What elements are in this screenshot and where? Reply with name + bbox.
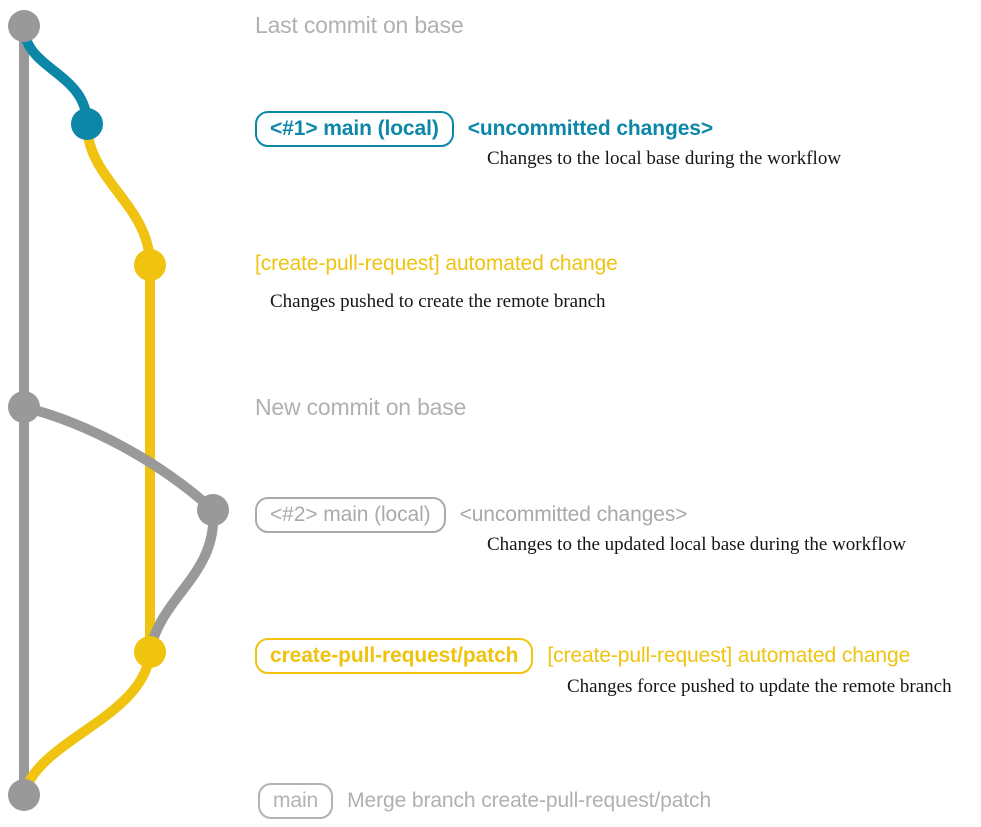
lane-updated-local-to-patch [145, 505, 219, 657]
commit-description-patch-2: Changes force pushed to update the remot… [567, 676, 952, 697]
commit-node-local-2[interactable] [197, 494, 229, 526]
row-patch-2: create-pull-request/patch [create-pull-r… [255, 638, 910, 674]
commit-node-base-last[interactable] [8, 10, 40, 42]
commit-subject-patch-1: [create-pull-request] automated change [255, 252, 618, 275]
commit-node-base-merge[interactable] [8, 779, 40, 811]
lane-local-main-from-base [19, 21, 92, 129]
row-last-commit: Last commit on base [255, 12, 464, 38]
lane-patch-from-local-1 [82, 119, 155, 270]
headline-new-commit-on-base: New commit on base [255, 394, 467, 420]
ref-badge-local-main-2[interactable]: <#2> main (local) [255, 497, 446, 533]
row-local-2: <#2> main (local) <uncommitted changes> [255, 497, 688, 533]
commit-description-local-2: Changes to the updated local base during… [487, 534, 906, 555]
row-patch-1: [create-pull-request] automated change [255, 253, 618, 274]
row-new-commit: New commit on base [255, 396, 466, 419]
commit-node-patch-1[interactable] [134, 249, 166, 281]
commit-description-local-1: Changes to the local base during the wor… [487, 148, 842, 169]
commit-subject-local-2: <uncommitted changes> [459, 503, 688, 526]
commit-node-patch-2[interactable] [134, 636, 166, 668]
headline-last-commit-on-base: Last commit on base [255, 12, 464, 38]
commit-subject-local-1: <uncommitted changes> [467, 117, 714, 140]
commit-subject-merge: Merge branch create-pull-request/patch [347, 789, 712, 812]
lane-patch-merge-to-base [19, 647, 155, 800]
ref-badge-main[interactable]: main [258, 783, 334, 819]
row-merge: main Merge branch create-pull-request/pa… [258, 783, 711, 819]
commit-description-patch-1: Changes pushed to create the remote bran… [270, 291, 606, 312]
ref-badge-local-main-1[interactable]: <#1> main (local) [255, 111, 454, 147]
commit-node-local-1[interactable] [71, 108, 103, 140]
ref-badge-create-pull-request-patch[interactable]: create-pull-request/patch [255, 638, 534, 674]
lane-updated-local-from-base [19, 402, 218, 515]
commit-subject-patch-2: [create-pull-request] automated change [547, 644, 911, 667]
commit-node-base-new[interactable] [8, 391, 40, 423]
row-local-1: <#1> main (local) <uncommitted changes> [255, 111, 713, 147]
